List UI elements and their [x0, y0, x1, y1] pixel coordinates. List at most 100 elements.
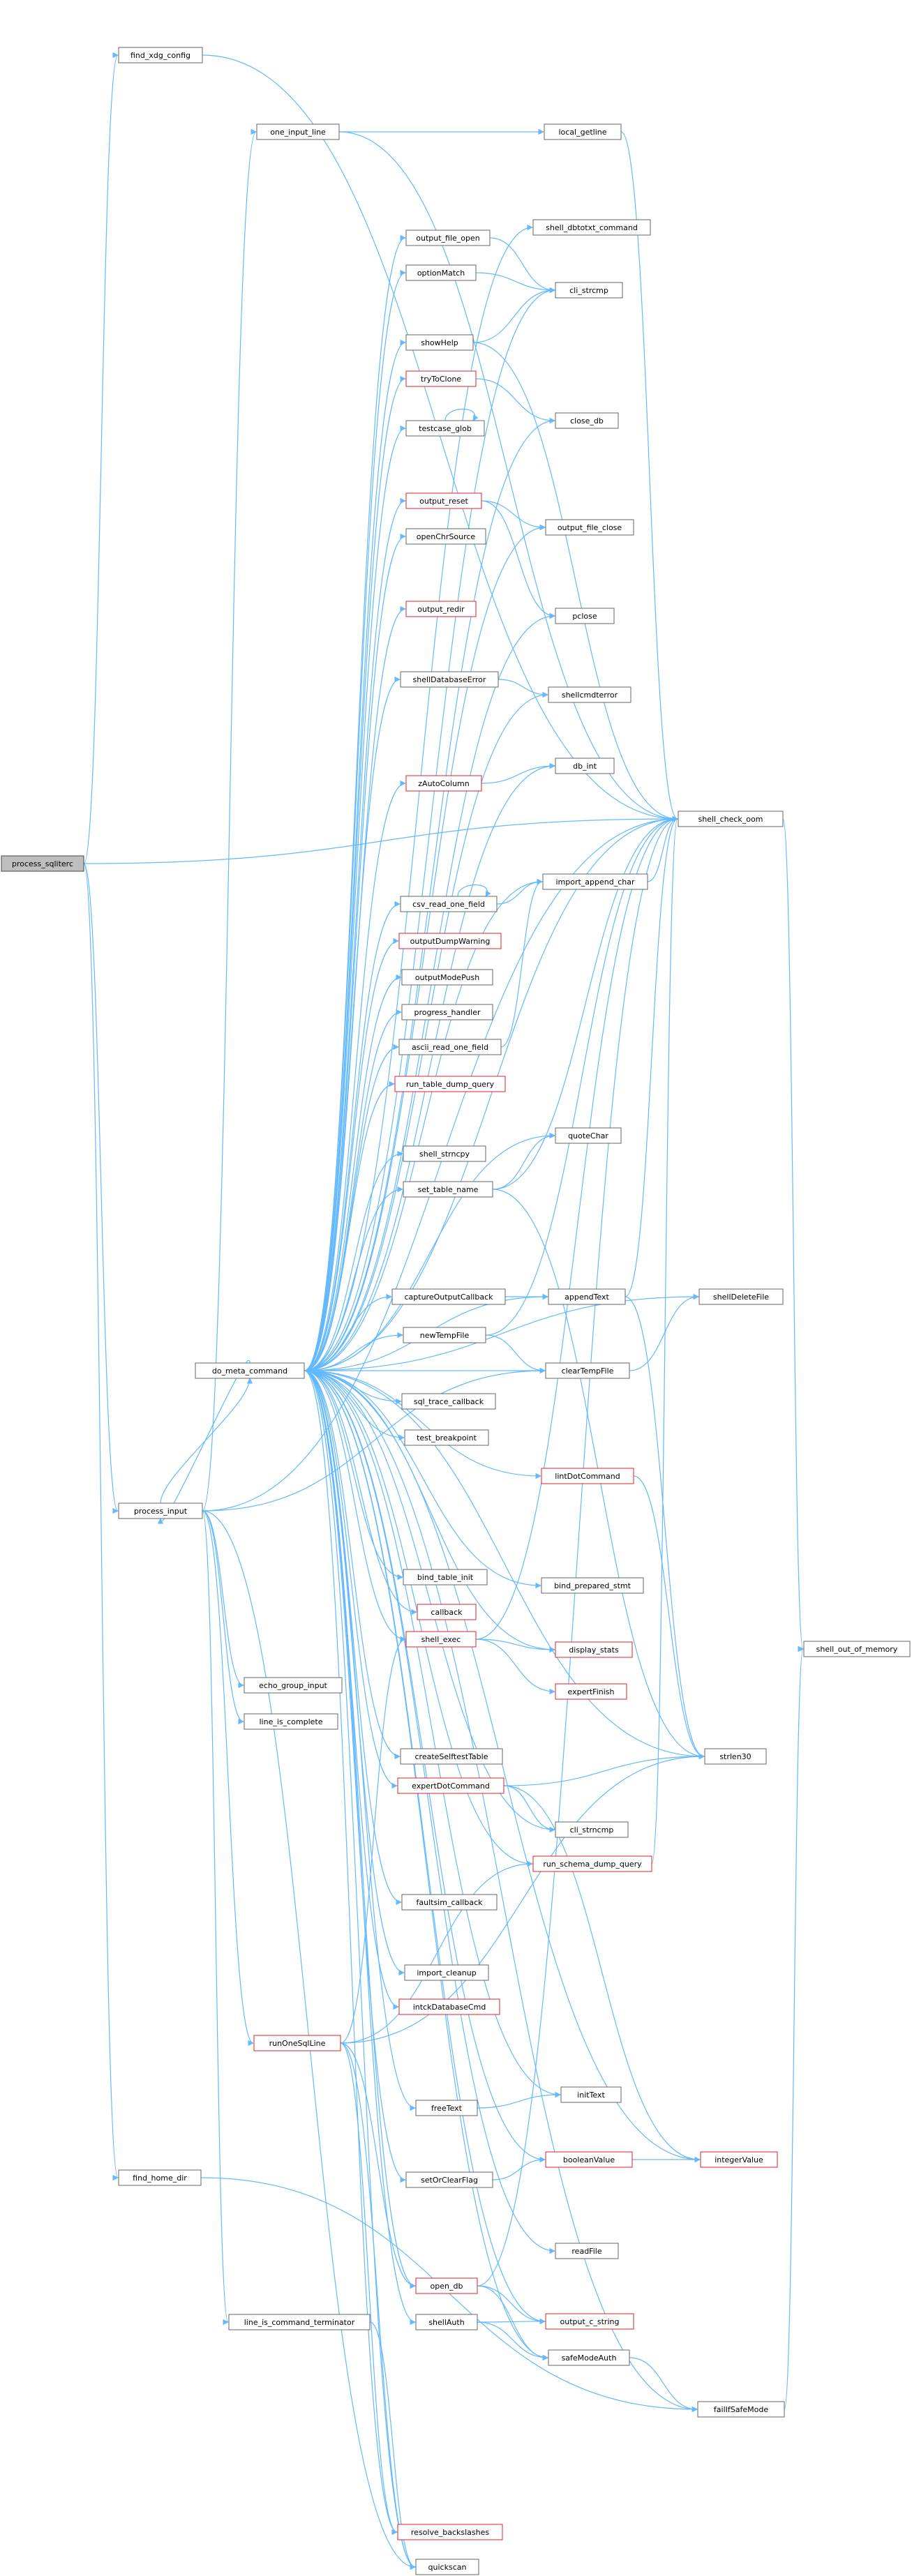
node-callback[interactable]: callback [417, 1604, 477, 1620]
node-label: quickscan [428, 2563, 467, 2572]
node-label: run_schema_dump_query [543, 1860, 642, 1869]
node-resolve-backslashes[interactable]: resolve_backslashes [397, 2524, 503, 2540]
node-output-c-string[interactable]: output_c_string [545, 2313, 634, 2330]
node-run-schema-dump-query[interactable]: run_schema_dump_query [532, 1855, 652, 1872]
node-readFile[interactable]: readFile [555, 2243, 619, 2259]
node-label: close_db [570, 416, 604, 425]
node-shell-strncpy[interactable]: shell_strncpy [403, 1145, 486, 1162]
node-freeText[interactable]: freeText [415, 2100, 478, 2116]
node-one-input-line[interactable]: one_input_line [256, 123, 340, 140]
node-shellAuth[interactable]: shellAuth [415, 2314, 478, 2330]
node-appendText[interactable]: appendText [548, 1288, 626, 1305]
node-open-db[interactable]: open_db [415, 2277, 478, 2294]
node-captureOutputCallback[interactable]: captureOutputCallback [391, 1288, 506, 1305]
node-line-is-command-terminator[interactable]: line_is_command_terminator [228, 2314, 371, 2330]
node-optionMatch[interactable]: optionMatch [405, 264, 477, 281]
node-shellcmdterror[interactable]: shellcmdterror [548, 686, 631, 703]
node-shell-exec[interactable]: shell_exec [405, 1631, 477, 1648]
edge-do_meta_command-to-outputDumpWarning [304, 937, 399, 1371]
node-booleanValue[interactable]: booleanValue [545, 2151, 633, 2168]
node-outputDumpWarning[interactable]: outputDumpWarning [398, 933, 502, 949]
edge-do_meta_command-to-shellcmdterror [304, 691, 548, 1371]
node-do-meta-command[interactable]: do_meta_command [195, 1362, 305, 1379]
node-close-db[interactable]: close_db [555, 412, 619, 429]
node-shellDeleteFile[interactable]: shellDeleteFile [698, 1288, 784, 1305]
node-shellDatabaseError[interactable]: shellDatabaseError [400, 671, 499, 688]
node-strlen30[interactable]: strlen30 [704, 1748, 767, 1765]
node-progress-handler[interactable]: progress_handler [401, 1004, 493, 1020]
node-csv-read-one-field[interactable]: csv_read_one_field [400, 896, 498, 912]
node-safeModeAuth[interactable]: safeModeAuth [548, 2349, 630, 2366]
node-label: output_c_string [560, 2317, 620, 2326]
node-find-home-dir[interactable]: find_home_dir [118, 2169, 202, 2186]
node-import-append-char[interactable]: import_append_char [542, 873, 648, 890]
node-output-file-open[interactable]: output_file_open [405, 229, 491, 246]
node-clearTempFile[interactable]: clearTempFile [545, 1362, 630, 1379]
node-output-redir[interactable]: output_redir [405, 601, 477, 617]
node-intckDatabaseCmd[interactable]: intckDatabaseCmd [398, 1998, 500, 2015]
node-output-file-close[interactable]: output_file_close [545, 519, 634, 536]
edge-do_meta_command-to-tryToClone [304, 375, 406, 1371]
node-line-is-complete[interactable]: line_is_complete [244, 1713, 338, 1730]
node-bind-table-init[interactable]: bind_table_init [403, 1569, 488, 1585]
node-openChrSource[interactable]: openChrSource [405, 528, 486, 545]
node-outputModePush[interactable]: outputModePush [401, 969, 493, 986]
node-process-input[interactable]: process_input [118, 1502, 203, 1519]
node-label: import_cleanup [417, 1968, 476, 1978]
node-label: setOrClearFlag [421, 2176, 478, 2185]
node-quoteChar[interactable]: quoteChar [555, 1127, 622, 1144]
node-shell-check-oom[interactable]: shell_check_oom [678, 811, 784, 827]
node-test-breakpoint[interactable]: test_breakpoint [404, 1429, 489, 1446]
node-testcase-glob[interactable]: testcase_glob [405, 420, 485, 437]
node-set-table-name[interactable]: set_table_name [403, 1181, 493, 1198]
edge-csv_read_one_field-to-csv_read_one_field [457, 884, 491, 897]
node-bind-prepared-stmt[interactable]: bind_prepared_stmt [541, 1577, 644, 1594]
edge-do_meta_command-to-shell_check_oom [304, 815, 678, 1371]
node-integerValue[interactable]: integerValue [700, 2151, 778, 2168]
edge-shell_exec-to-expertFinish [475, 1639, 555, 1695]
edge-tryToClone-to-close_db [475, 378, 555, 424]
node-tryToClone[interactable]: tryToClone [405, 370, 477, 387]
node-setOrClearFlag[interactable]: setOrClearFlag [405, 2171, 493, 2188]
node-echo-group-input[interactable]: echo_group_input [244, 1677, 343, 1694]
edge-line_is_command_terminator-to-quickscan [369, 2321, 416, 2570]
node-label: integerValue [715, 2155, 763, 2164]
edge-do_meta_command-to-shell_exec [304, 1370, 406, 1643]
node-quickscan[interactable]: quickscan [415, 2559, 479, 2575]
node-shell-out-of-memory[interactable]: shell_out_of_memory [803, 1641, 911, 1657]
node-lintDotCommand[interactable]: lintDotCommand [541, 1468, 634, 1484]
node-pclose[interactable]: pclose [555, 608, 615, 624]
node-faultsim-callback[interactable]: faultsim_callback [401, 1894, 498, 1911]
edge-do_meta_command-to-close_db [304, 417, 555, 1371]
edge-do_meta_command-to-shell_strncpy [304, 1150, 403, 1371]
edge-do_meta_command-to-progress_handler [304, 1009, 402, 1371]
node-process-sqliterc[interactable]: process_sqliterc [1, 855, 84, 872]
node-runOneSqlLine[interactable]: runOneSqlLine [253, 2035, 341, 2051]
node-showHelp[interactable]: showHelp [405, 334, 474, 351]
node-display-stats[interactable]: display_stats [555, 1641, 633, 1658]
node-label: intckDatabaseCmd [413, 2003, 486, 2012]
node-local-getline[interactable]: local_getline [544, 123, 622, 140]
node-cli-strcmp-1[interactable]: cli_strcmp [555, 282, 623, 299]
node-find-xdg-config[interactable]: find_xdg_config [118, 47, 203, 63]
node-label: safeModeAuth [562, 2353, 617, 2363]
node-initText[interactable]: initText [560, 2086, 622, 2103]
node-import-cleanup[interactable]: import_cleanup [404, 1964, 489, 1981]
node-expertFinish[interactable]: expertFinish [555, 1683, 627, 1700]
edge-shell_exec-to-shell_check_oom [475, 815, 678, 1640]
node-db-int[interactable]: db_int [555, 758, 615, 774]
node-ascii-read-one-field[interactable]: ascii_read_one_field [398, 1039, 502, 1055]
node-label: ascii_read_one_field [412, 1043, 488, 1052]
node-output-reset[interactable]: output_reset [405, 492, 482, 509]
node-label: run_table_dump_query [406, 1080, 495, 1089]
node-label: shell_strncpy [419, 1150, 470, 1159]
node-cli-strncmp[interactable]: cli_strncmp [555, 1821, 629, 1838]
node-run-table-dump-query[interactable]: run_table_dump_query [394, 1076, 506, 1092]
node-sql-trace-callback[interactable]: sql_trace_callback [401, 1393, 496, 1410]
node-shell-dbtotxt-command[interactable]: shell_dbtotxt_command [532, 219, 651, 236]
node-newTempFile[interactable]: newTempFile [403, 1327, 486, 1343]
node-createSelftestTable[interactable]: createSelftestTable [400, 1748, 503, 1765]
node-zAutoColumn[interactable]: zAutoColumn [405, 775, 482, 792]
node-failIfSafeMode[interactable]: failIfSafeMode [697, 2401, 785, 2418]
node-expertDotCommand[interactable]: expertDotCommand [397, 1777, 504, 1794]
